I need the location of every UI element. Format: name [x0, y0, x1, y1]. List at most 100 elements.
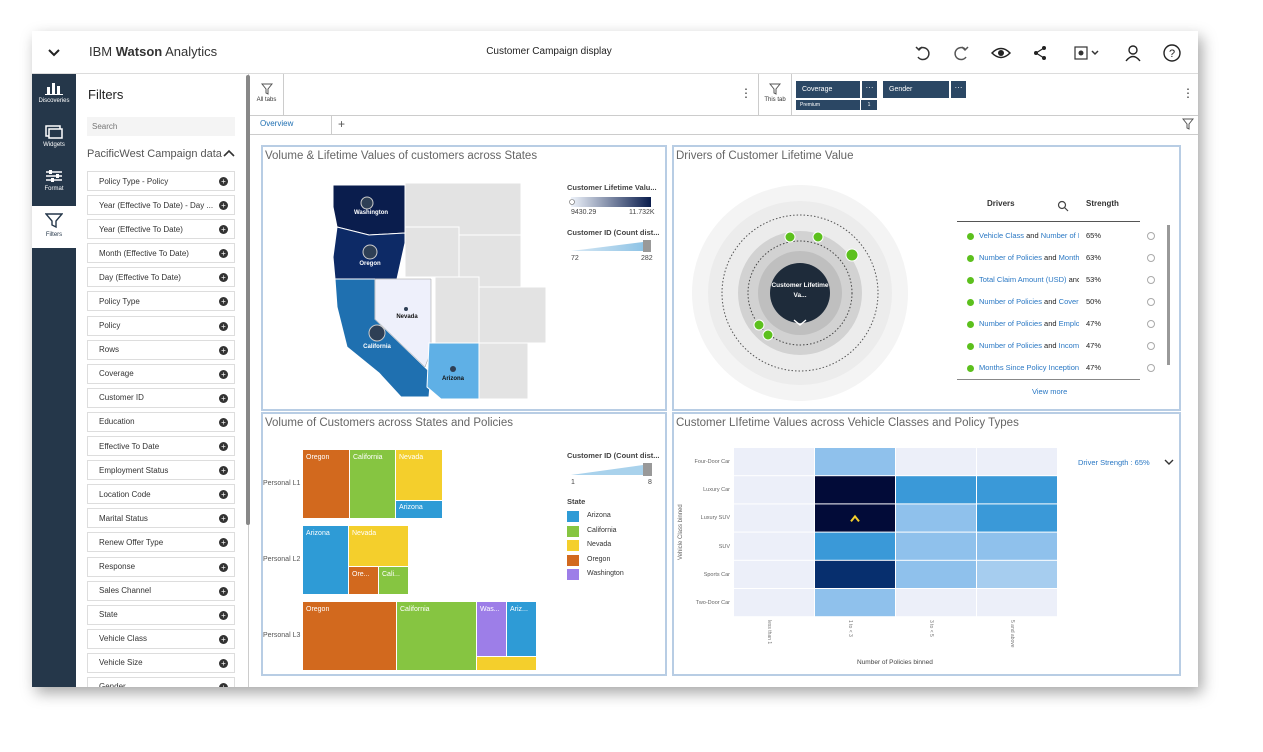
all-tabs-filter[interactable]: All tabs [250, 74, 284, 116]
add-field-icon[interactable]: + [219, 562, 228, 572]
spiral-center[interactable] [770, 263, 830, 323]
map-bubble-arizona[interactable] [450, 366, 456, 372]
add-field-icon[interactable]: + [219, 538, 228, 548]
filter-field[interactable]: Location Code+ [87, 484, 235, 505]
driver-action-icon[interactable] [1147, 276, 1155, 284]
filter-field[interactable]: Year (Effective To Date)+ [87, 219, 235, 240]
heatmap-cell[interactable] [734, 560, 814, 588]
share-button[interactable] [1029, 42, 1051, 64]
menu-toggle-button[interactable] [32, 31, 76, 74]
undo-button[interactable] [912, 42, 934, 64]
treemap-cell[interactable]: Arizona [396, 501, 442, 518]
heatmap-panel[interactable]: Customer LIfetime Values across Vehicle … [672, 412, 1181, 676]
driver-field-b[interactable]: Number of P [1040, 231, 1079, 240]
heatmap-cell[interactable] [815, 589, 895, 617]
driver-action-icon[interactable] [1147, 254, 1155, 262]
filter-field[interactable]: Month (Effective To Date)+ [87, 243, 235, 264]
heatmap-cell[interactable] [734, 476, 814, 504]
filter-field[interactable]: Response+ [87, 556, 235, 577]
driver-action-icon[interactable] [1147, 320, 1155, 328]
filter-field[interactable]: Rows+ [87, 339, 235, 360]
add-field-icon[interactable]: + [219, 297, 228, 307]
add-field-icon[interactable]: + [219, 321, 228, 331]
filter-field[interactable]: Vehicle Class+ [87, 628, 235, 649]
driver-strength-label[interactable]: Driver Strength : 65% [1078, 458, 1150, 467]
heatmap-cell[interactable] [896, 560, 976, 588]
heatmap-cell[interactable] [896, 532, 976, 560]
add-field-icon[interactable]: + [219, 369, 228, 379]
driver-field-a[interactable]: Number of Policies [979, 253, 1042, 262]
heatmap-cell[interactable] [977, 448, 1057, 476]
map-bubble-oregon[interactable] [362, 244, 378, 260]
driver-row[interactable]: Months Since Policy Inception 47% [957, 361, 1155, 383]
driver-action-icon[interactable] [1147, 232, 1155, 240]
gender-filter-chip[interactable]: Gender [883, 81, 949, 98]
treemap-cell[interactable]: Arizona [303, 526, 348, 594]
treemap-cell[interactable]: California [397, 602, 476, 670]
heatmap-cell[interactable] [815, 476, 895, 504]
add-field-icon[interactable]: + [219, 610, 228, 620]
driver-point[interactable] [845, 248, 859, 262]
heatmap-cell[interactable] [815, 532, 895, 560]
driver-point[interactable] [784, 231, 796, 243]
add-field-icon[interactable]: + [219, 682, 228, 687]
map-bubble-california[interactable] [368, 324, 386, 342]
filter-field[interactable]: Policy Type+ [87, 291, 235, 312]
heatmap-cell[interactable] [734, 532, 814, 560]
heatmap-cell[interactable] [815, 560, 895, 588]
filter-field[interactable]: Renew Offer Type+ [87, 532, 235, 553]
filter-field[interactable]: Day (Effective To Date)+ [87, 267, 235, 288]
map-panel[interactable]: Volume & Lifetime Values of customers ac… [261, 145, 667, 411]
filter-field[interactable]: Employment Status+ [87, 460, 235, 481]
nav-format[interactable]: Format [32, 162, 76, 204]
driver-field-b[interactable]: Incom [1058, 341, 1079, 350]
heatmap-cell[interactable] [977, 532, 1057, 560]
driver-field-b[interactable]: Emplo [1058, 319, 1079, 328]
add-field-icon[interactable]: + [219, 586, 228, 596]
filter-field[interactable]: Year (Effective To Date) - Day ...+ [87, 195, 235, 216]
driver-field-a[interactable]: Number of Policies [979, 341, 1042, 350]
heatmap-cell[interactable] [734, 589, 814, 617]
treemap-cell[interactable]: Ariz... [507, 602, 536, 656]
treemap-cell[interactable]: Cali... [379, 567, 408, 594]
chevron-down-icon[interactable] [793, 319, 807, 326]
driver-point[interactable] [753, 319, 765, 331]
redo-button[interactable] [950, 42, 972, 64]
map-bubble-nevada[interactable] [404, 307, 408, 311]
filter-search-input[interactable] [87, 117, 235, 136]
all-tabs-more-icon[interactable]: ⋮ [740, 86, 752, 100]
nav-discoveries[interactable]: Discoveries [32, 74, 76, 116]
coverage-filter-chip[interactable]: Coverage [796, 81, 860, 98]
treemap-cell[interactable]: Oregon [303, 450, 349, 518]
filter-field[interactable]: Gender+ [87, 676, 235, 687]
view-more-link[interactable]: View more [1032, 387, 1068, 396]
filter-icon[interactable] [1182, 118, 1194, 130]
filter-field[interactable]: Coverage+ [87, 363, 235, 384]
settings-menu-button[interactable] [1072, 42, 1102, 64]
treemap-panel[interactable]: Volume of Customers across States and Po… [261, 412, 667, 676]
heatmap-cell[interactable] [734, 448, 814, 476]
map-bubble-washington[interactable] [360, 196, 374, 210]
driver-field-a[interactable]: Vehicle Class [979, 231, 1025, 240]
driver-point[interactable] [812, 231, 824, 243]
gender-chip-menu[interactable]: ··· [950, 81, 966, 98]
treemap-cell[interactable]: Ore... [349, 567, 378, 594]
user-account-button[interactable] [1122, 42, 1144, 64]
add-field-icon[interactable]: + [219, 249, 228, 259]
driver-field-b[interactable]: Month [1058, 253, 1079, 262]
search-icon[interactable] [1057, 200, 1069, 212]
treemap-cell[interactable]: Nevada [396, 450, 442, 500]
heatmap-cell[interactable] [815, 448, 895, 476]
driver-action-icon[interactable] [1147, 298, 1155, 306]
add-field-icon[interactable]: + [219, 417, 228, 427]
driver-point[interactable] [762, 329, 774, 341]
add-field-icon[interactable]: + [219, 442, 228, 452]
chevron-down-icon[interactable] [1164, 459, 1174, 467]
help-button[interactable]: ? [1161, 42, 1183, 64]
driver-field-b[interactable]: Cover [1058, 297, 1079, 306]
heatmap-cell[interactable] [977, 504, 1057, 532]
chevron-up-icon[interactable] [223, 148, 235, 158]
treemap-cell[interactable]: California [350, 450, 395, 518]
filter-field[interactable]: Policy Type - Policy+ [87, 171, 235, 191]
